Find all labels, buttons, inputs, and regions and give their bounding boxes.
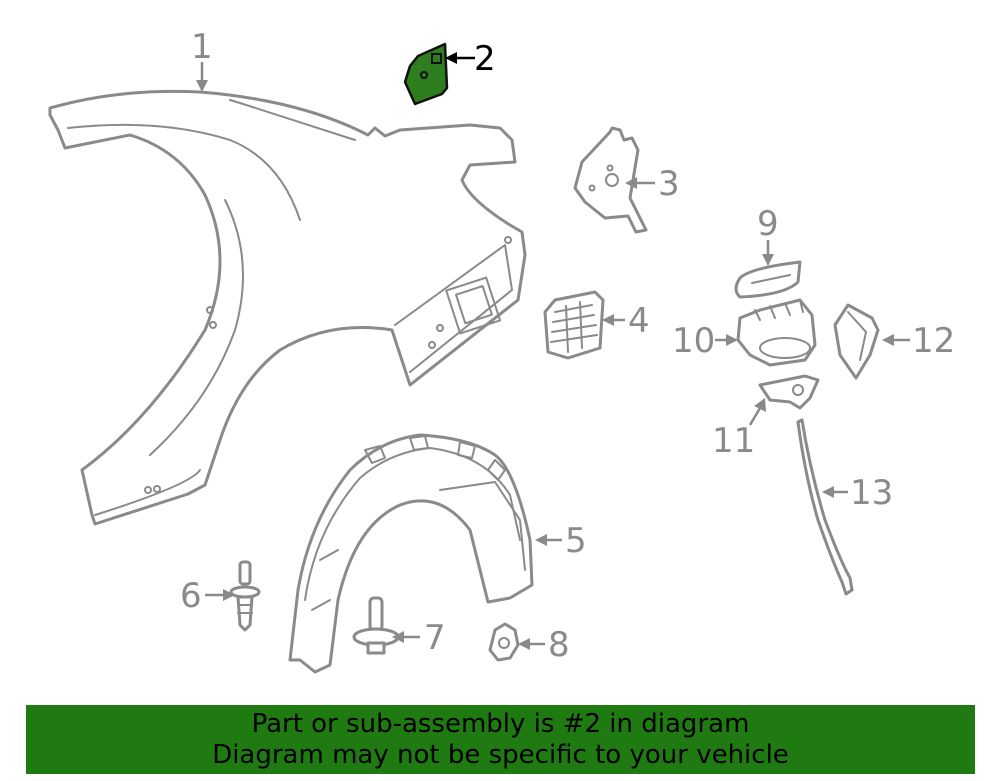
callout-5: 5 <box>565 521 587 561</box>
callout-9: 9 <box>757 204 779 244</box>
callout-11: 11 <box>712 421 755 461</box>
part-11-housing-bracket <box>758 374 820 410</box>
banner-line-2: Diagram may not be specific to your vehi… <box>212 740 789 770</box>
callout-10: 10 <box>672 321 715 361</box>
callout-12: 12 <box>912 321 955 361</box>
banner-line-1: Part or sub-assembly is #2 in diagram <box>251 709 750 739</box>
callout-13: 13 <box>850 473 893 513</box>
info-banner: Part or sub-assembly is #2 in diagram Di… <box>26 705 975 774</box>
part-9-fuel-door <box>734 260 802 299</box>
callout-6: 6 <box>180 576 202 616</box>
callout-1: 1 <box>191 27 213 67</box>
part-10-filler-housing <box>736 298 817 367</box>
leader-arrows <box>196 52 910 650</box>
part-1-quarter-panel <box>48 89 527 526</box>
part-2-bracket <box>403 42 449 106</box>
part-8-nut <box>488 622 520 662</box>
parts-diagram: 1 2 3 4 5 6 7 8 9 10 11 12 13 <box>48 27 955 674</box>
part-3-inner-bracket <box>573 126 648 234</box>
part-12-fuel-lid-panel <box>833 303 880 380</box>
part-4-vent-grille <box>543 290 605 360</box>
callout-8: 8 <box>548 625 570 665</box>
callout-2: 2 <box>474 39 496 79</box>
callout-4: 4 <box>628 301 650 341</box>
callout-3: 3 <box>658 164 680 204</box>
callout-7: 7 <box>424 618 446 658</box>
part-7-stud-bolt <box>352 596 400 655</box>
part-6-push-clip <box>229 560 261 632</box>
part-13-drain-hose <box>796 418 854 596</box>
part-5-wheel-liner <box>288 433 534 674</box>
